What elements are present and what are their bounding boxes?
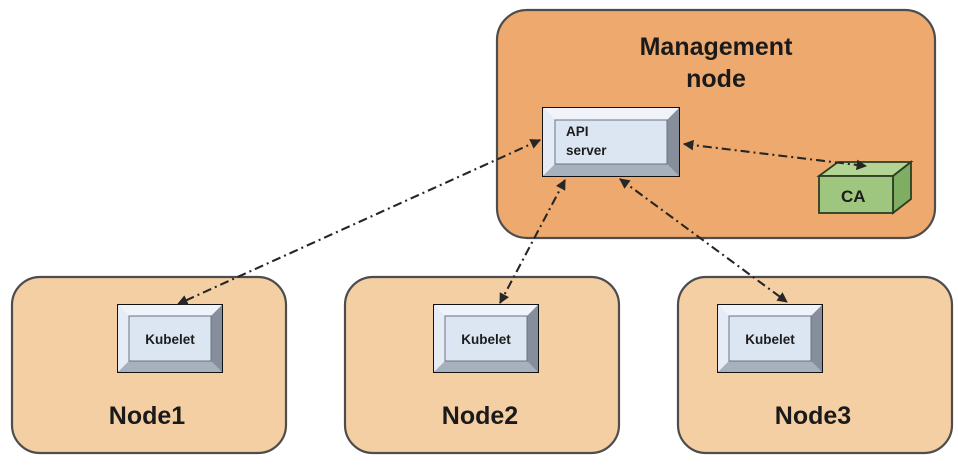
node3-kubelet-bevel-left	[718, 305, 729, 372]
connector-api-to-node2[interactable]	[499, 179, 566, 304]
node2-kubelet-label: Kubelet	[461, 332, 511, 347]
node1-title: Node1	[109, 402, 186, 430]
management-node-title-line2: node	[686, 65, 746, 93]
node2-kubelet-bevel-top	[434, 305, 538, 316]
api-server-bevel-left	[543, 108, 555, 176]
node2-kubelet-box[interactable]: Kubelet	[433, 304, 539, 373]
node2-kubelet-bevel-left	[434, 305, 445, 372]
node3-kubelet-box[interactable]: Kubelet	[717, 304, 823, 373]
api-server-label-line1: API	[566, 124, 589, 139]
node3-kubelet-label: Kubelet	[745, 332, 795, 347]
node2-kubelet-bevel-bottom	[434, 361, 538, 372]
node1-kubelet-label: Kubelet	[145, 332, 195, 347]
management-node-title-line1: Management	[640, 33, 793, 61]
api-server-bevel-bottom	[543, 164, 679, 176]
connector-api-to-ca[interactable]	[682, 139, 868, 171]
node1-kubelet-bevel-bottom	[118, 361, 222, 372]
node3-kubelet-bevel-top	[718, 305, 822, 316]
node1-kubelet-bevel-top	[118, 305, 222, 316]
ca-box[interactable]: CA	[816, 160, 914, 215]
node2-kubelet-face	[444, 315, 528, 362]
node1-kubelet-bevel-left	[118, 305, 129, 372]
node2-title: Node2	[442, 402, 518, 430]
node1-group[interactable]: Kubelet Node1	[10, 275, 288, 455]
node1-kubelet-box[interactable]: Kubelet	[117, 304, 223, 373]
node1-kubelet-bevel-right	[211, 305, 222, 372]
node3-kubelet-face	[728, 315, 812, 362]
connector-api-to-node1[interactable]	[177, 139, 541, 305]
node3-kubelet-bevel-bottom	[718, 361, 822, 372]
node3-group[interactable]: Kubelet Node3	[676, 275, 954, 455]
node2-group[interactable]: Kubelet Node2	[343, 275, 621, 455]
ca-box-front-face	[818, 175, 894, 214]
api-server-face	[554, 119, 668, 165]
node1-kubelet-face	[128, 315, 212, 362]
connector-api-to-node3[interactable]	[619, 178, 788, 303]
ca-label: CA	[841, 187, 866, 206]
api-server-bevel-top	[543, 108, 679, 120]
api-server-box[interactable]: API server	[542, 107, 680, 177]
node2-kubelet-bevel-right	[527, 305, 538, 372]
node3-title: Node3	[775, 402, 851, 430]
api-server-label-line2: server	[566, 143, 607, 158]
node3-kubelet-bevel-right	[811, 305, 822, 372]
api-server-bevel-right	[667, 108, 679, 176]
